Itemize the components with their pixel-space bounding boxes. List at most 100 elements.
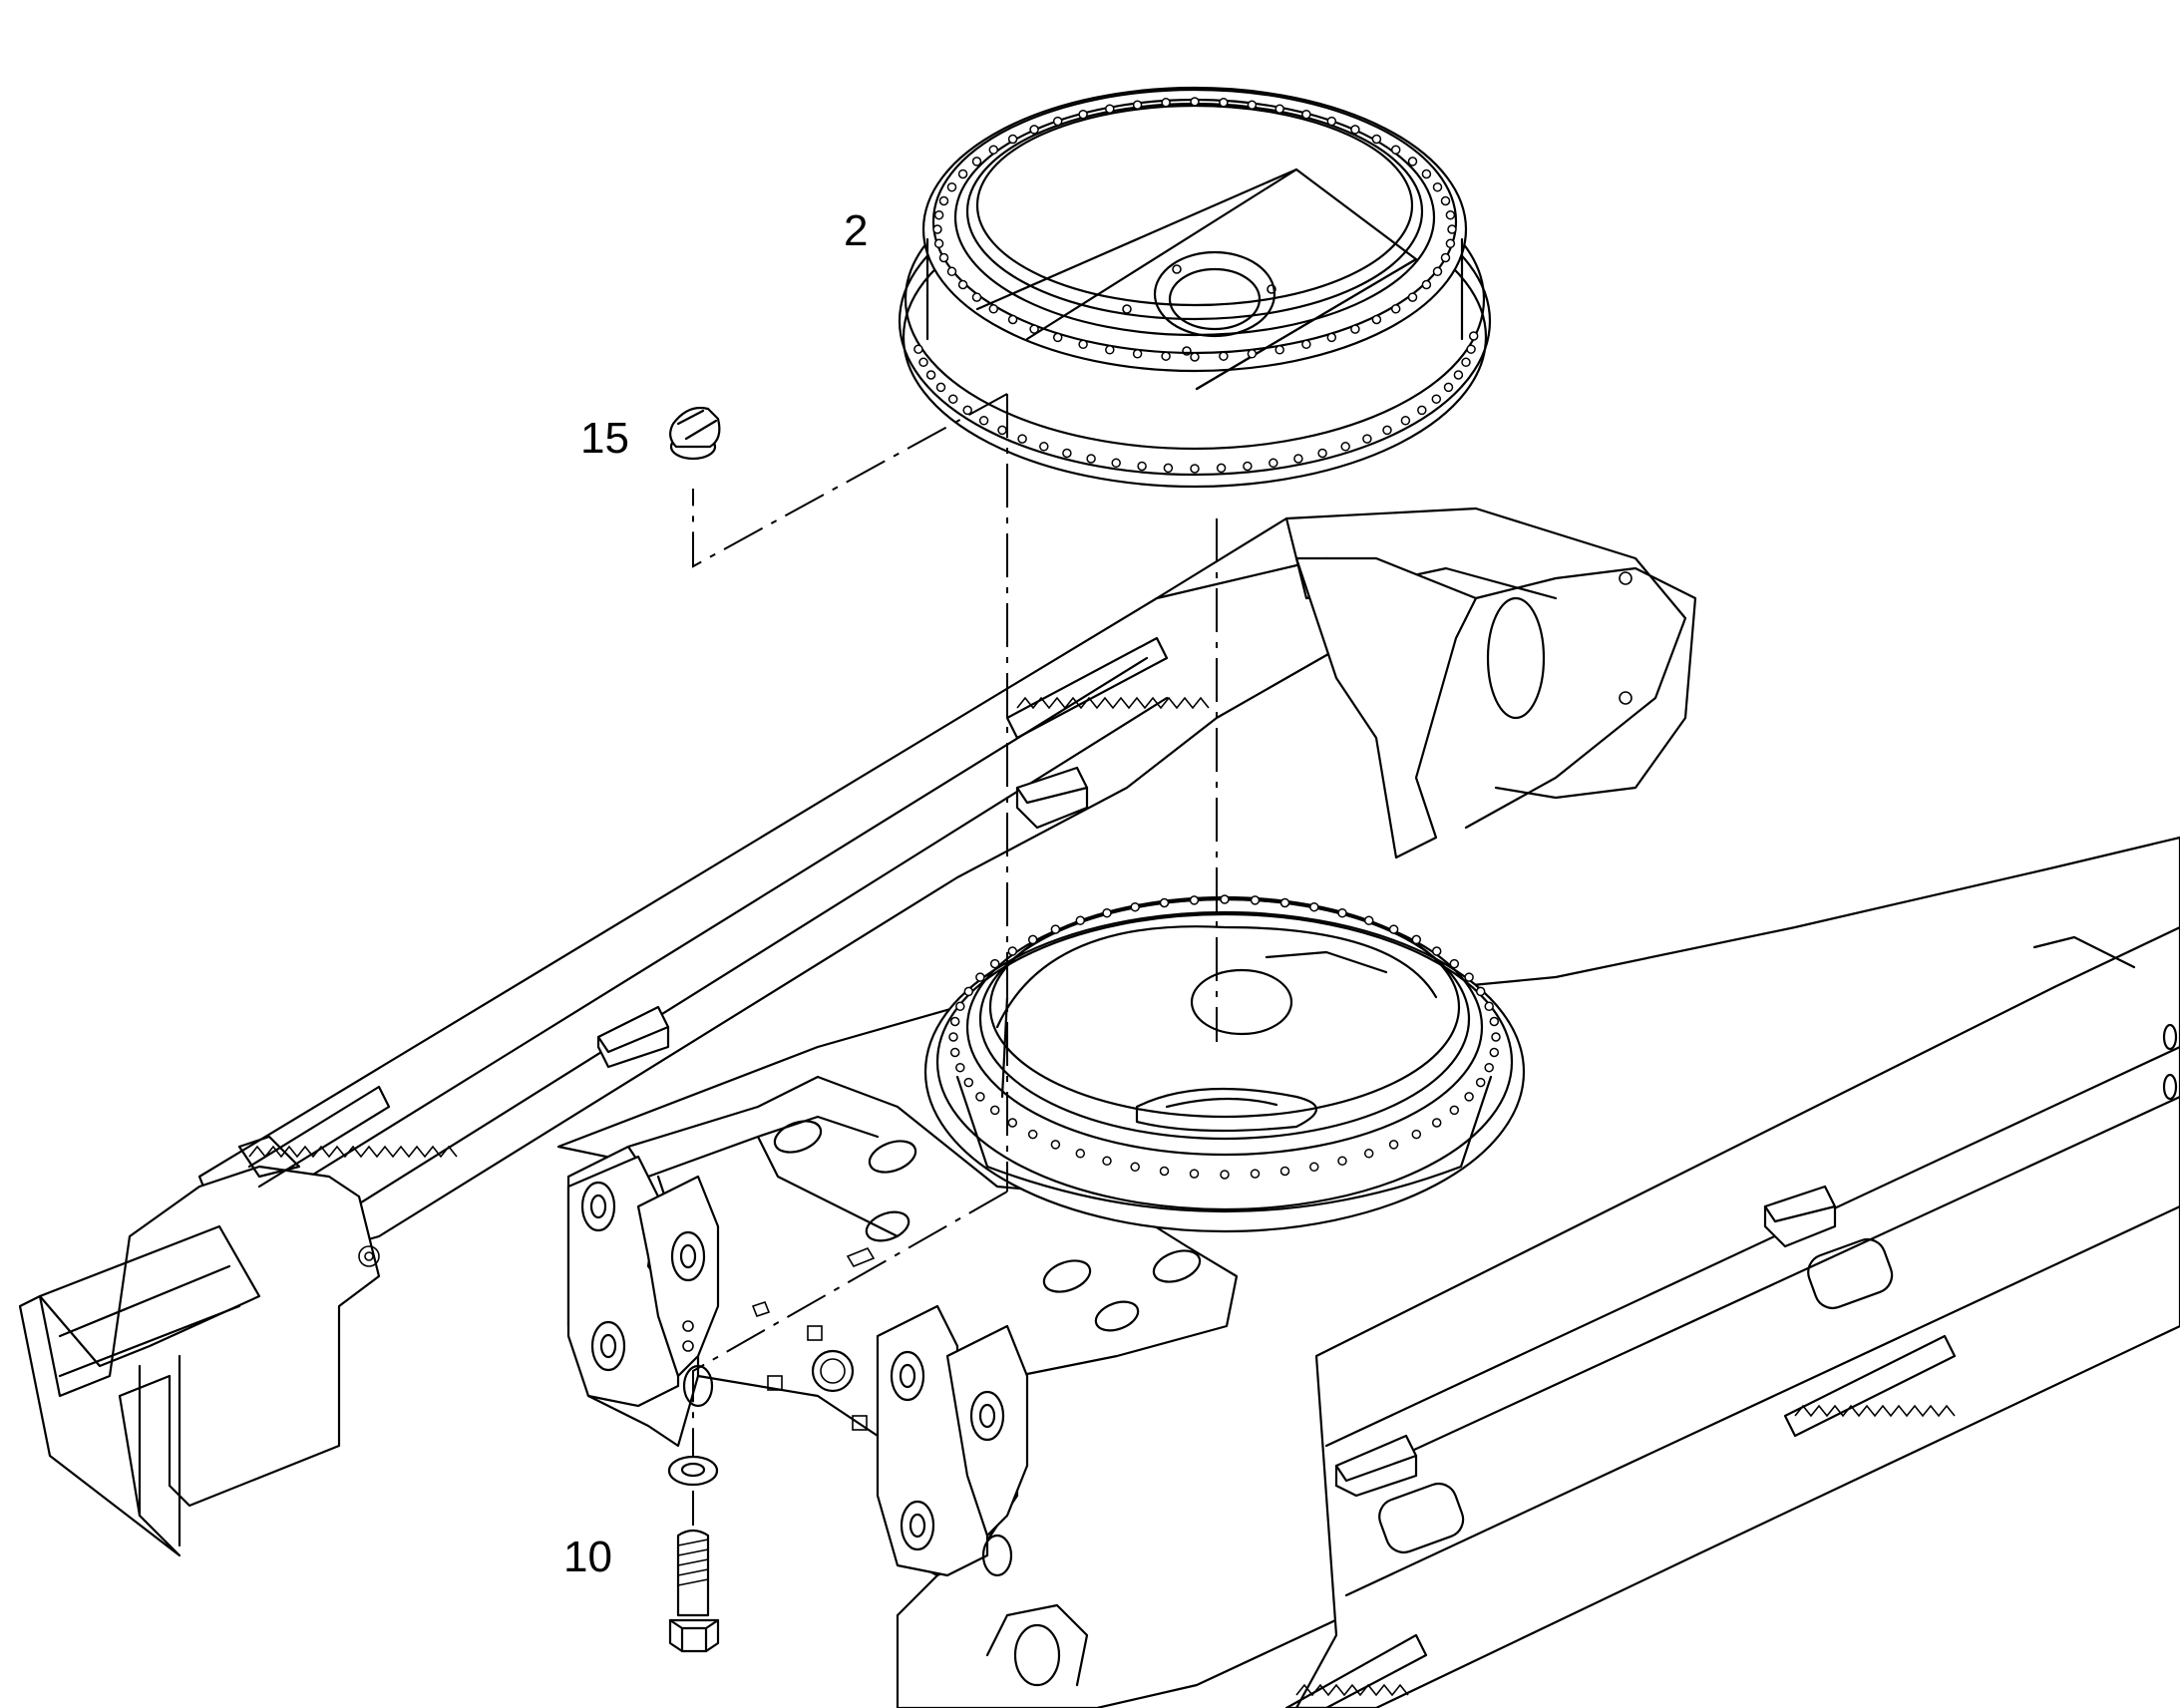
- bolt-hole: [949, 1047, 960, 1058]
- bolt-hole: [1250, 1169, 1261, 1179]
- bolt-hole: [1050, 1140, 1061, 1150]
- bolt-hole: [1243, 461, 1253, 472]
- bolt-hole: [1491, 1032, 1501, 1042]
- ring-bolt-holes: [948, 894, 1501, 1180]
- bolt-hole: [1075, 915, 1086, 925]
- bearing-bolt-holes: [913, 97, 1479, 474]
- bolt-hole: [913, 344, 923, 354]
- bolt-hole: [1105, 345, 1115, 355]
- bolt-hole: [1027, 934, 1038, 945]
- bolt-hole: [1301, 109, 1311, 120]
- bolt-hole: [1432, 266, 1443, 277]
- bolt-hole: [1421, 279, 1432, 290]
- bolt-hole: [1250, 895, 1261, 905]
- bolt-hole: [1075, 1149, 1086, 1159]
- bolt-hole: [971, 157, 982, 167]
- bolt-hole: [1326, 116, 1337, 127]
- bolt-hole: [1039, 442, 1049, 452]
- bolt-hole: [1484, 1062, 1494, 1073]
- bolt-hole: [1431, 1118, 1442, 1128]
- bolt-hole: [1220, 894, 1230, 904]
- bolt-hole: [1431, 394, 1442, 404]
- bolt-hole: [1189, 895, 1200, 905]
- bolt-hole: [1431, 946, 1442, 956]
- bolt-hole: [1489, 1047, 1500, 1058]
- bolt-hole: [1269, 458, 1278, 469]
- bolt-hole: [1190, 352, 1200, 362]
- bolt-hole: [1247, 100, 1258, 110]
- bolt-hole: [1432, 181, 1443, 192]
- bolt-hole: [978, 416, 989, 426]
- bolt-hole: [1363, 1149, 1374, 1159]
- bolt-hole: [1029, 324, 1039, 334]
- bolt-hole: [989, 958, 1000, 969]
- bolt-hole: [1190, 97, 1200, 107]
- bolt-hole: [1219, 98, 1229, 108]
- bolt-hole: [1130, 901, 1140, 912]
- bolt-hole: [1340, 442, 1350, 452]
- bolt-hole: [946, 266, 957, 277]
- bolt-hole: [1190, 464, 1200, 474]
- bolt-hole: [1159, 1166, 1170, 1177]
- bolt-hole: [1161, 351, 1171, 361]
- bolt-hole: [1411, 934, 1422, 945]
- bolt-hole: [1350, 324, 1360, 334]
- bolt-hole: [955, 1001, 965, 1012]
- bolt-hole: [1007, 134, 1018, 145]
- callout-part-10: 10: [563, 1533, 612, 1581]
- callout-part-15: 15: [580, 414, 629, 463]
- bolt-hole: [1489, 1016, 1500, 1027]
- bolt-hole: [1464, 1092, 1474, 1102]
- bolt-hole: [1440, 195, 1451, 206]
- bolt-hole: [1027, 1129, 1038, 1140]
- bolt-hole: [1411, 1129, 1422, 1140]
- bolt-hole: [1388, 924, 1399, 934]
- bolt-hole: [1445, 238, 1456, 249]
- bolt-hole: [957, 279, 968, 290]
- bolt-hole: [975, 1092, 985, 1102]
- bolt-hole: [1447, 224, 1457, 234]
- bolt-hole: [1417, 405, 1427, 416]
- bolt-hole: [932, 224, 942, 234]
- bolt-hole: [1105, 104, 1115, 114]
- bolt-hole: [1337, 1156, 1347, 1167]
- bolt-hole: [938, 195, 949, 206]
- bolt-hole: [1274, 104, 1284, 114]
- bolt-hole: [1007, 1118, 1018, 1128]
- bolt-hole: [1130, 1162, 1140, 1173]
- bolt-hole: [1279, 897, 1290, 908]
- bolt-hole: [1007, 314, 1018, 325]
- bolt-hole: [1407, 292, 1418, 302]
- bolt-hole: [1475, 986, 1486, 997]
- bolt-hole: [963, 1077, 974, 1088]
- bolt-hole: [1337, 907, 1347, 918]
- bolt-hole: [955, 1062, 965, 1073]
- bolt-hole: [918, 357, 928, 368]
- swing-bearing: [898, 86, 1492, 489]
- bolt-hole: [1363, 915, 1374, 925]
- bolt-hole: [1484, 1001, 1494, 1012]
- bolt-hole: [1443, 382, 1454, 393]
- bolt-hole: [1029, 125, 1039, 135]
- bolt-hole: [948, 1032, 958, 1042]
- bolt-hole: [1464, 972, 1474, 982]
- bolt-hole: [1382, 425, 1392, 436]
- bolt-assembly: [667, 1455, 720, 1653]
- bolt-hole: [963, 986, 974, 997]
- bolt-hole: [949, 1016, 960, 1027]
- bolt-hole: [1390, 145, 1401, 155]
- bolt-hole: [1247, 349, 1258, 359]
- bolt-hole: [1086, 454, 1096, 464]
- bolt-hole: [1102, 1156, 1112, 1167]
- bolt-hole: [1317, 448, 1327, 459]
- bolt-hole: [1132, 100, 1143, 110]
- bolt-hole: [1216, 463, 1227, 474]
- bolt-hole: [1466, 344, 1476, 354]
- bolt-hole: [1407, 157, 1418, 167]
- bolt-hole: [962, 405, 972, 416]
- bolt-hole: [1219, 351, 1229, 361]
- bolt-hole: [1390, 304, 1401, 314]
- bolt-hole: [1453, 370, 1464, 380]
- bolt-hole: [1279, 1166, 1290, 1177]
